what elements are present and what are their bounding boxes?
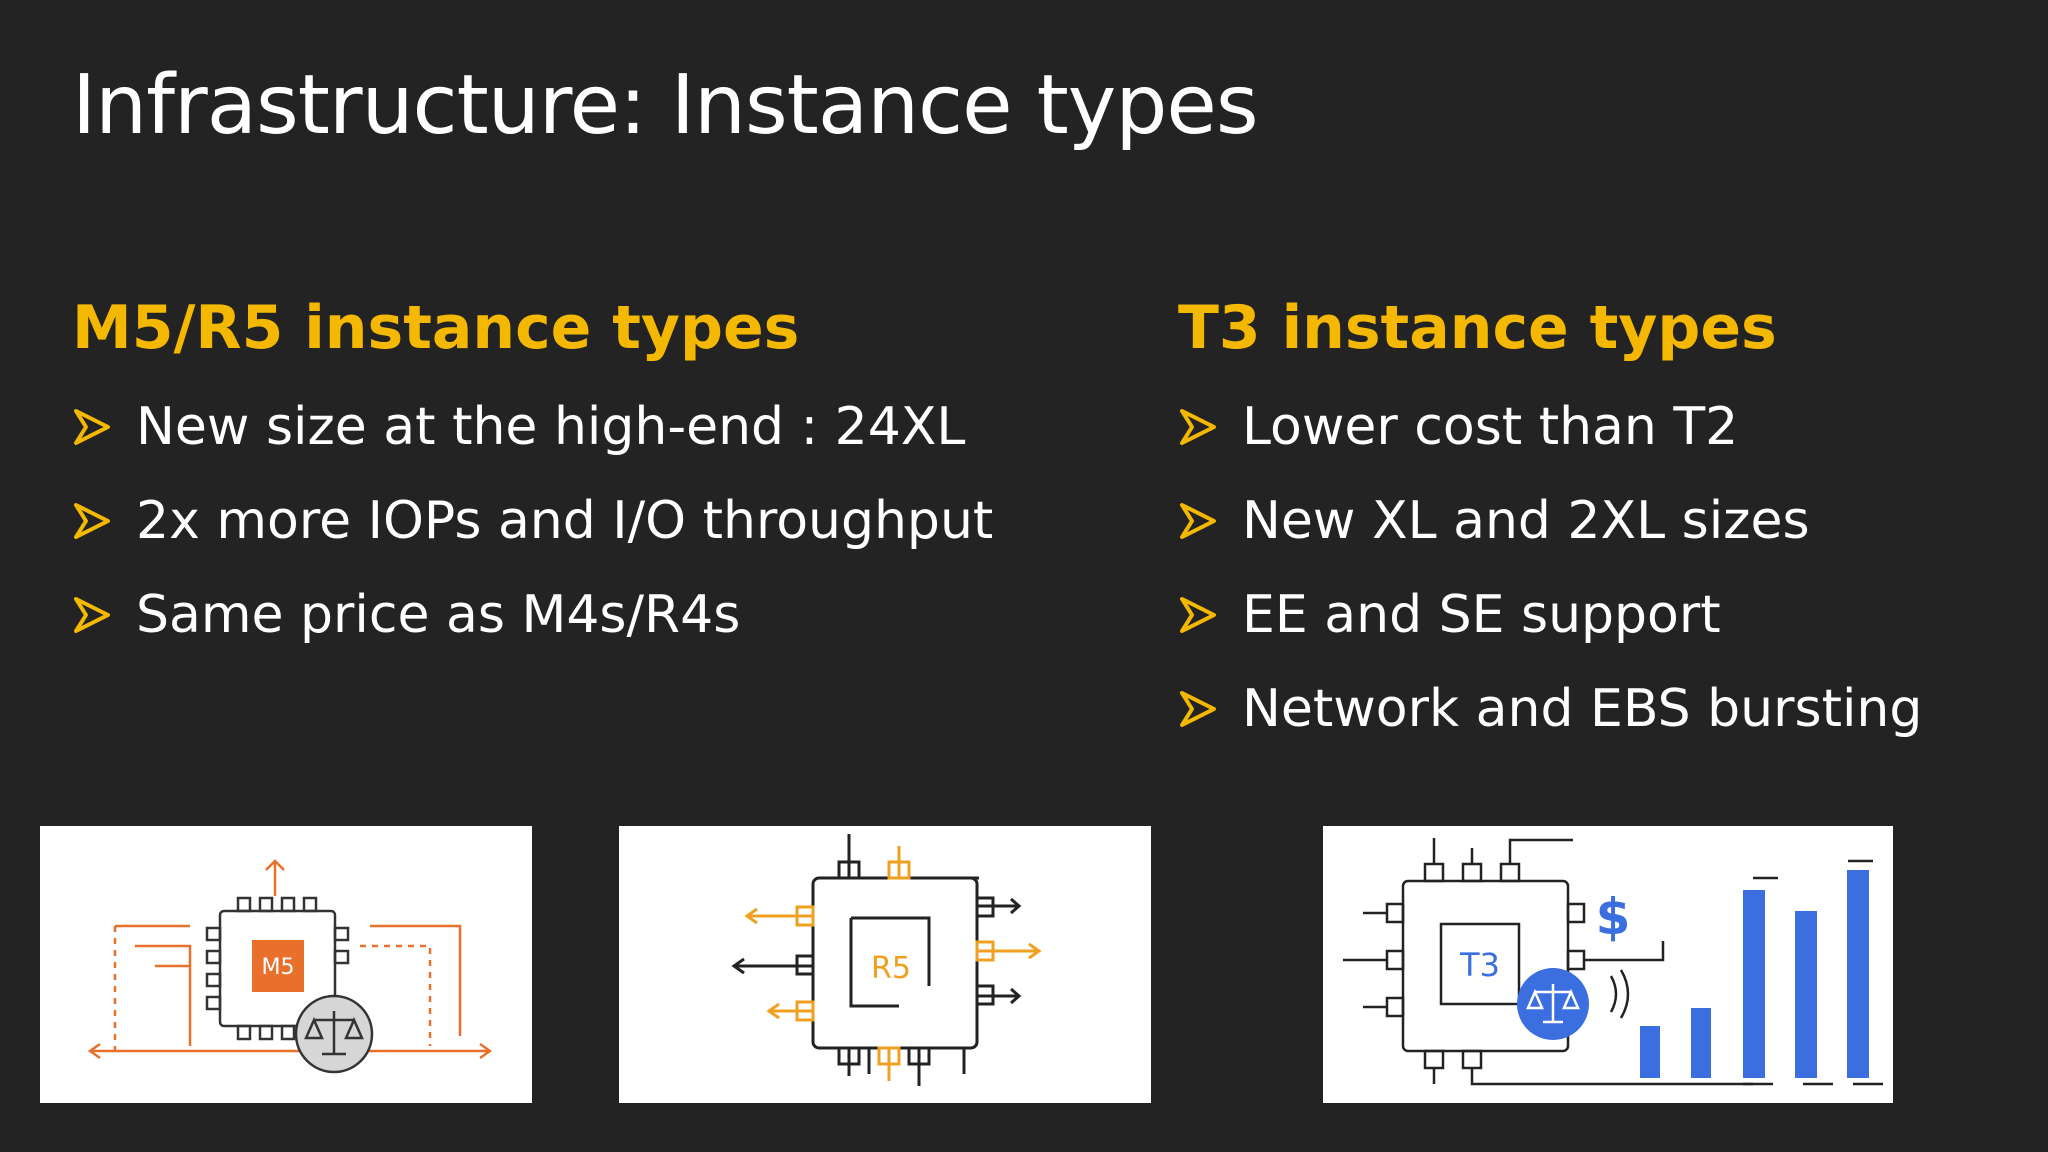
r5-chip-label: R5: [871, 951, 911, 986]
m5-illustration-card: M5: [40, 826, 532, 1103]
arrow-bullet-icon: [74, 409, 110, 445]
slide-title: Infrastructure: Instance types: [72, 58, 1259, 153]
bullet-text: EE and SE support: [1242, 585, 1721, 645]
t3-illustration-card: T3 $: [1323, 826, 1893, 1103]
m5-r5-column: M5/R5 instance types New size at the hig…: [72, 288, 993, 662]
bullet-text: New XL and 2XL sizes: [1242, 491, 1810, 551]
arrow-bullet-icon: [74, 503, 110, 539]
list-item: Network and EBS bursting: [1178, 662, 1922, 756]
bullet-text: Lower cost than T2: [1242, 397, 1739, 457]
t3-heading: T3 instance types: [1178, 293, 1777, 363]
arrow-bullet-icon: [1180, 503, 1216, 539]
t3-chip-icon: T3 $: [1343, 838, 1883, 1086]
arrow-bullet-icon: [1180, 691, 1216, 727]
arrow-bullet-icon: [1180, 409, 1216, 445]
m5-r5-bullet-list: New size at the high-end : 24XL 2x more …: [72, 380, 993, 662]
m5-chip-label: M5: [262, 955, 295, 980]
m5-chip-icon: M5: [87, 859, 493, 1074]
list-item: New XL and 2XL sizes: [1178, 474, 1922, 568]
list-item: Same price as M4s/R4s: [72, 568, 993, 662]
scale-icon: [304, 1011, 364, 1056]
t3-column: T3 instance types Lower cost than T2 New…: [1178, 288, 1922, 756]
list-item: EE and SE support: [1178, 568, 1922, 662]
t3-chip-label: T3: [1459, 946, 1500, 984]
list-item: 2x more IOPs and I/O throughput: [72, 474, 993, 568]
bullet-text: Same price as M4s/R4s: [136, 585, 741, 645]
bullet-text: 2x more IOPs and I/O throughput: [136, 491, 994, 551]
bullet-text: Network and EBS bursting: [1242, 679, 1923, 739]
r5-illustration-card: R5: [619, 826, 1151, 1103]
arrow-bullet-icon: [74, 597, 110, 633]
t3-bullet-list: Lower cost than T2 New XL and 2XL sizes …: [1178, 380, 1922, 756]
bullet-text: New size at the high-end : 24XL: [136, 397, 966, 457]
r5-chip-icon: R5: [731, 834, 1042, 1086]
bar-chart-icon: [1640, 870, 1869, 1078]
m5-r5-heading: M5/R5 instance types: [72, 293, 800, 363]
list-item: Lower cost than T2: [1178, 380, 1922, 474]
arrow-bullet-icon: [1180, 597, 1216, 633]
scale-icon: [1526, 984, 1580, 1024]
list-item: New size at the high-end : 24XL: [72, 380, 993, 474]
dollar-icon: $: [1596, 888, 1631, 946]
